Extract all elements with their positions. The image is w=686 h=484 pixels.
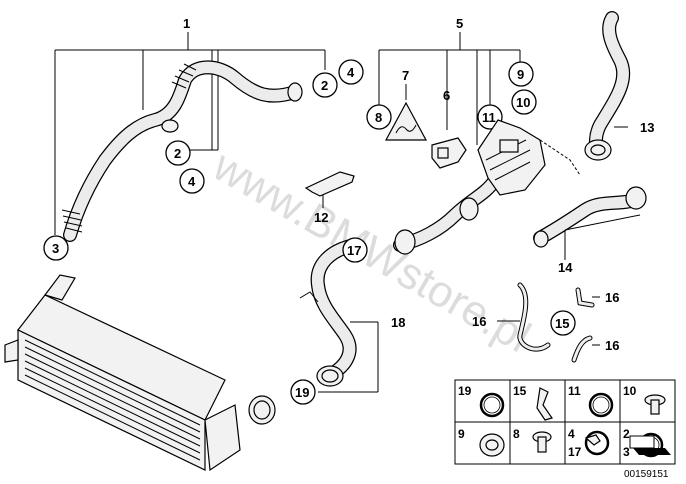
- svg-text:4: 4: [347, 65, 355, 80]
- svg-text:8: 8: [375, 110, 382, 125]
- charge-pipe-lower: [299, 238, 362, 387]
- svg-text:16: 16: [472, 314, 486, 329]
- callout-5: 5: [456, 16, 463, 31]
- callout-4-lower: 4: [179, 168, 205, 194]
- svg-text:17: 17: [568, 445, 582, 459]
- svg-text:2: 2: [321, 78, 328, 93]
- svg-text:3: 3: [623, 445, 630, 459]
- svg-text:15: 15: [513, 384, 527, 398]
- callout-2-upper: 2: [312, 72, 338, 98]
- callout-17-upper: 17: [342, 237, 368, 263]
- svg-text:11: 11: [482, 110, 496, 125]
- charge-pipe-main: [393, 119, 546, 255]
- diagram-number: 00159151: [624, 469, 669, 480]
- leader-lines-1: [54, 32, 326, 235]
- svg-text:10: 10: [516, 95, 530, 110]
- svg-text:16: 16: [605, 290, 619, 305]
- callout-16-bottom: 16: [605, 338, 619, 353]
- svg-text:7: 7: [402, 68, 409, 83]
- svg-text:8: 8: [513, 427, 520, 441]
- callout-10: 10: [511, 89, 537, 115]
- intercooler: [4, 274, 276, 472]
- svg-text:4: 4: [188, 174, 196, 189]
- svg-text:17: 17: [347, 243, 361, 258]
- svg-text:9: 9: [458, 427, 465, 441]
- warning-label: [384, 101, 428, 141]
- svg-text:5: 5: [456, 16, 463, 31]
- callout-15: 15: [550, 310, 576, 336]
- callout-9: 9: [508, 61, 534, 87]
- svg-text:16: 16: [605, 338, 619, 353]
- svg-text:15: 15: [555, 316, 569, 331]
- svg-text:1: 1: [183, 16, 190, 31]
- callout-19: 19: [290, 379, 316, 405]
- svg-text:9: 9: [517, 67, 524, 82]
- svg-text:12: 12: [314, 210, 328, 225]
- callout-16-top: 16: [605, 290, 619, 305]
- svg-text:13: 13: [640, 120, 654, 135]
- svg-text:6: 6: [443, 88, 450, 103]
- hose-13: 13: [539, 11, 654, 176]
- callout-18: 18: [318, 315, 405, 393]
- corrugated-section: [61, 63, 197, 233]
- svg-text:10: 10: [623, 384, 637, 398]
- svg-text:4: 4: [568, 427, 575, 441]
- callout-2-lower: 2: [165, 140, 191, 166]
- svg-text:2: 2: [623, 427, 630, 441]
- callout-6: 6: [443, 88, 450, 130]
- hoses-16: [497, 282, 600, 363]
- svg-text:2: 2: [174, 146, 181, 161]
- callout-7: 7: [402, 68, 409, 100]
- callout-4-upper: 4: [338, 59, 364, 85]
- charge-air-hose-upper: [61, 60, 303, 242]
- svg-text:14: 14: [558, 260, 573, 275]
- intercooler-fins: [24, 339, 201, 461]
- hose-14: 14: [533, 186, 647, 275]
- callout-16-left: 16: [472, 314, 486, 329]
- svg-text:19: 19: [458, 384, 472, 398]
- svg-text:3: 3: [52, 241, 59, 256]
- svg-text:11: 11: [568, 384, 581, 398]
- direction-symbol: [629, 435, 671, 455]
- svg-text:19: 19: [295, 385, 309, 400]
- callout-8: 8: [366, 104, 392, 130]
- bracket-6: [431, 137, 467, 169]
- callout-1: 1: [183, 16, 190, 31]
- bracket-12: 12: [304, 171, 355, 225]
- svg-text:18: 18: [391, 315, 405, 330]
- callout-3: 3: [43, 235, 69, 261]
